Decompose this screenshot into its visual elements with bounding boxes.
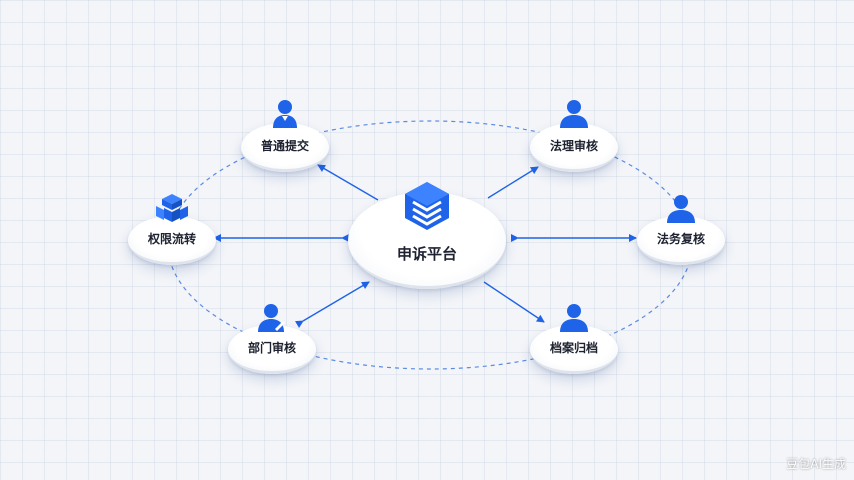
user-icon — [666, 194, 696, 228]
transfer-node[interactable]: 权限流转 — [128, 194, 216, 265]
arrow-to-legal-review — [487, 166, 539, 199]
center-platform-label: 申诉平台 — [396, 245, 457, 263]
transfer-label: 权限流转 — [147, 232, 196, 246]
user-icon — [272, 99, 298, 133]
archive-label: 档案归档 — [549, 341, 598, 355]
watermark-text: 豆包AI生成 — [786, 457, 846, 471]
submit-label: 普通提交 — [260, 139, 309, 153]
user-icon — [559, 303, 589, 337]
legal-recheck-node[interactable]: 法务复核 — [637, 195, 725, 265]
arrow-to-archive — [483, 281, 545, 323]
arrow-dept-review — [294, 281, 370, 329]
center-platform-node[interactable]: 申诉平台 — [348, 182, 506, 289]
dept-review-node[interactable]: 部门审核 — [228, 304, 316, 374]
user-edit-icon — [257, 303, 287, 337]
dept-review-label: 部门审核 — [247, 341, 296, 355]
legal-recheck-label: 法务复核 — [656, 232, 705, 246]
user-icon — [559, 99, 589, 133]
legal-review-node[interactable]: 法理审核 — [530, 100, 618, 172]
submit-node[interactable]: 普通提交 — [241, 100, 329, 172]
stack-cube-icon — [402, 180, 452, 236]
cubes-icon — [156, 194, 188, 228]
archive-node[interactable]: 档案归档 — [530, 304, 618, 374]
arrow-to-submit — [317, 164, 379, 201]
legal-review-label: 法理审核 — [549, 139, 598, 153]
